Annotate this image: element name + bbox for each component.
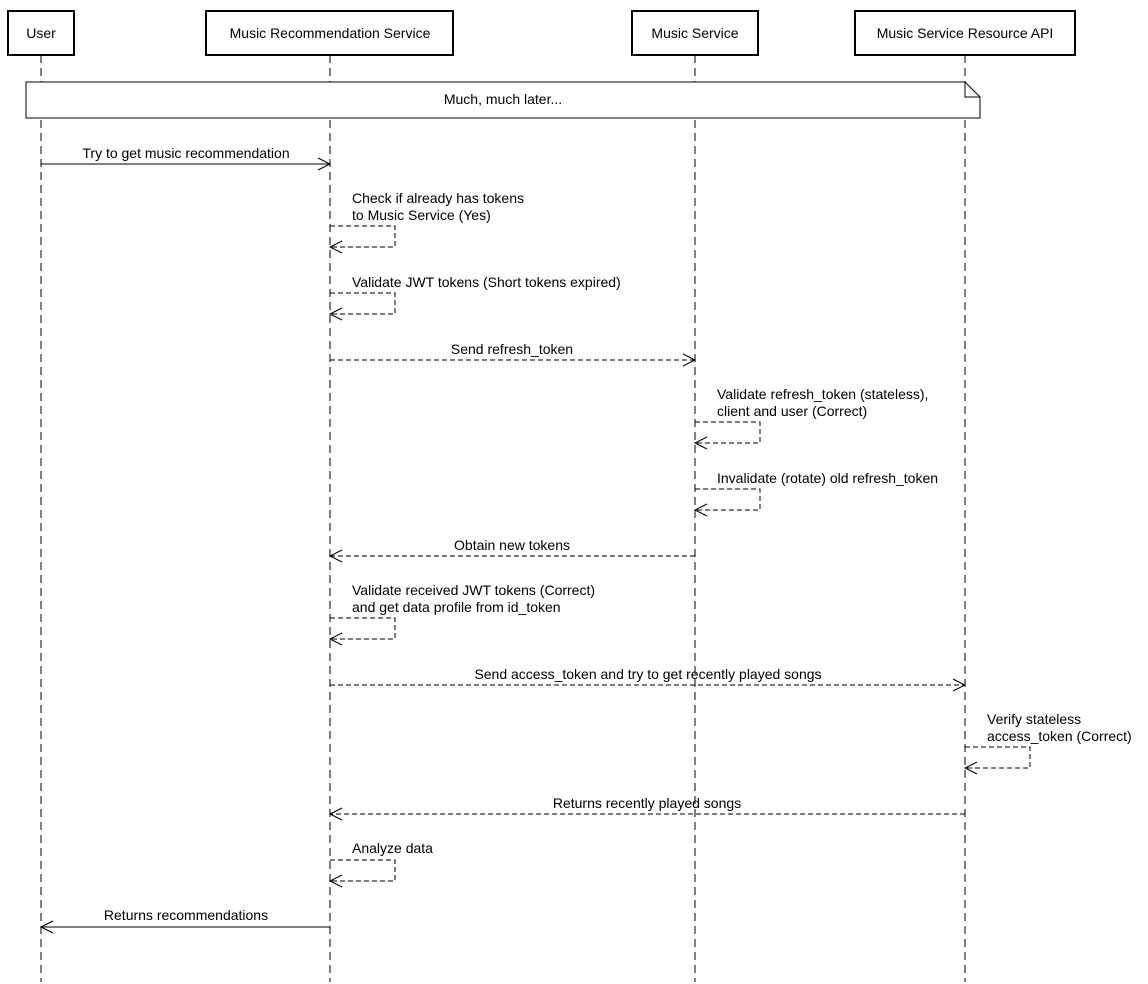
participant-user: User <box>7 10 75 56</box>
self-message-invalidate-refresh-token: Invalidate (rotate) old refresh_token <box>693 470 938 517</box>
message-label: Returns recently played songs <box>553 795 741 811</box>
message-label: Validate JWT tokens (Short tokens expire… <box>352 274 621 290</box>
message-send-access-token: Send access_token and try to get recentl… <box>330 666 967 692</box>
participant-label: Music Service <box>651 25 738 41</box>
self-message-verify-access-token: Verify stateless access_token (Correct) <box>963 711 1132 775</box>
message-label: Invalidate (rotate) old refresh_token <box>717 470 938 486</box>
participant-music-service: Music Service <box>631 10 759 56</box>
participant-music-service-resource-api: Music Service Resource API <box>854 10 1076 56</box>
self-message-validate-received-jwt-tokens: Validate received JWT tokens (Correct) a… <box>328 582 595 646</box>
message-label: Returns recommendations <box>104 907 268 923</box>
participant-label: Music Service Resource API <box>877 25 1054 41</box>
message-label: Obtain new tokens <box>454 537 570 553</box>
self-message-validate-jwt-tokens: Validate JWT tokens (Short tokens expire… <box>328 274 621 321</box>
self-message-analyze-data: Analyze data <box>328 840 433 888</box>
note: Much, much later... <box>25 81 981 119</box>
message-label: access_token (Correct) <box>987 728 1132 744</box>
self-message-check-tokens: Check if already has tokens to Music Ser… <box>328 190 524 254</box>
participant-music-recommendation-service: Music Recommendation Service <box>205 10 454 56</box>
message-label: and get data profile from id_token <box>352 599 561 615</box>
message-obtain-new-tokens: Obtain new tokens <box>328 537 695 563</box>
participant-label: User <box>26 25 56 41</box>
message-returns-recommendations: Returns recommendations <box>39 907 330 934</box>
message-label: Analyze data <box>352 840 433 856</box>
message-label: client and user (Correct) <box>717 403 867 419</box>
message-label: Check if already has tokens <box>352 190 524 206</box>
message-label: to Music Service (Yes) <box>352 207 491 223</box>
message-label: Send access_token and try to get recentl… <box>474 666 821 682</box>
note-text: Much, much later... <box>444 91 562 107</box>
message-label: Validate refresh_token (stateless), <box>717 386 928 402</box>
message-label: Try to get music recommendation <box>82 145 289 161</box>
self-message-validate-refresh-token: Validate refresh_token (stateless), clie… <box>693 386 928 450</box>
message-label: Validate received JWT tokens (Correct) <box>352 582 595 598</box>
message-send-refresh-token: Send refresh_token <box>330 341 697 367</box>
message-label: Send refresh_token <box>451 341 573 357</box>
message-label: Verify stateless <box>987 711 1081 727</box>
message-returns-recently-played-songs: Returns recently played songs <box>328 795 965 821</box>
participant-label: Music Recommendation Service <box>230 25 431 41</box>
message-try-to-get-music-recommendation: Try to get music recommendation <box>41 145 332 171</box>
